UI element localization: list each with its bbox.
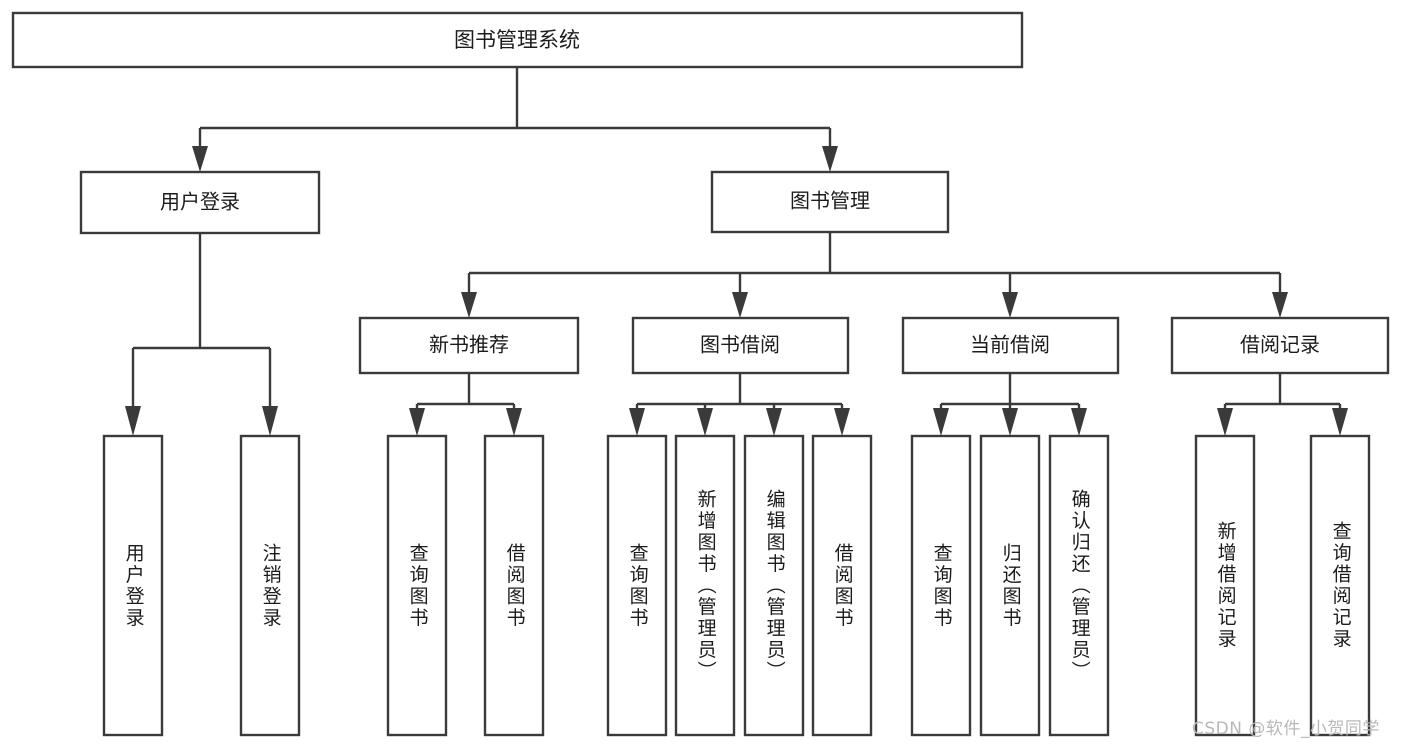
arrow-to-leaf-confirm-return [1071, 408, 1087, 436]
node-borrow-record-box[interactable] [1170, 316, 1390, 375]
arrow-to-leaf-query-book-2 [629, 408, 645, 436]
arrow-to-leaf-edit-book [766, 408, 782, 436]
node-borrow-record[interactable]: 借阅记录 [1170, 316, 1390, 375]
leaf-boxes-book-borrow [606, 434, 873, 737]
node-new-book-recommend-box[interactable] [358, 316, 580, 375]
node-book-borrow[interactable]: 图书借阅 [631, 316, 850, 375]
leaf-borrow-book-2-box[interactable] [811, 434, 873, 737]
node-root-label: 图书管理系统 [454, 28, 580, 52]
leaf-user-login-box[interactable] [102, 434, 164, 737]
arrow-root-to-book-manage [822, 146, 838, 172]
arrow-to-leaf-user-login [125, 406, 141, 436]
arrow-to-leaf-logout-login [262, 406, 278, 436]
arrow-to-leaf-borrow-book-1 [506, 408, 522, 436]
leaf-query-book-1-box[interactable] [386, 434, 448, 737]
arrow-to-leaf-add-record [1217, 408, 1233, 436]
leaf-boxes-new-book-recommend [386, 434, 545, 737]
arrow-to-book-borrow [732, 292, 748, 318]
leaf-query-book-2-box[interactable] [606, 434, 668, 737]
connector-group-user-login-to-leaves [125, 233, 278, 436]
node-book-manage[interactable]: 图书管理 [710, 170, 950, 234]
node-root[interactable]: 图书管理系统 [11, 11, 1024, 69]
leaf-return-book-box[interactable] [979, 434, 1041, 737]
node-new-book-recommend-label: 新书推荐 [429, 333, 509, 357]
connector-group-current-borrow-to-leaves [933, 373, 1087, 436]
leaf-query-record-box[interactable] [1309, 434, 1371, 737]
leaf-boxes-current-borrow [910, 434, 1110, 737]
node-book-borrow-label: 图书借阅 [700, 333, 780, 357]
node-user-login-box[interactable] [79, 170, 321, 235]
connector-group-book-manage-to-level3 [461, 232, 1288, 318]
connector-group-root-to-level2 [192, 67, 838, 172]
leaf-boxes-borrow-record [1194, 434, 1371, 737]
node-new-book-recommend[interactable]: 新书推荐 [358, 316, 580, 375]
node-current-borrow-box[interactable] [901, 316, 1120, 375]
node-current-borrow-label: 当前借阅 [970, 333, 1050, 357]
arrow-to-leaf-borrow-book-2 [834, 408, 850, 436]
arrow-to-leaf-add-book [697, 408, 713, 436]
arrow-root-to-user-login [192, 146, 208, 172]
arrow-to-leaf-return-book [1002, 408, 1018, 436]
arrow-to-leaf-query-book-3 [933, 408, 949, 436]
connector-group-new-book-recommend-to-leaves [409, 373, 522, 436]
connector-group-borrow-record-to-leaves [1217, 373, 1348, 436]
leaf-add-record-box[interactable] [1194, 434, 1256, 737]
leaf-add-book-box[interactable] [674, 434, 736, 737]
node-book-manage-label: 图书管理 [790, 189, 870, 213]
node-user-login-label: 用户登录 [160, 190, 240, 214]
leaf-query-book-3-box[interactable] [910, 434, 972, 737]
arrow-to-leaf-query-book-1 [409, 408, 425, 436]
node-root-box[interactable] [11, 11, 1024, 69]
arrow-to-borrow-record [1272, 292, 1288, 318]
leaf-boxes-user-login [102, 434, 301, 737]
node-borrow-record-label: 借阅记录 [1240, 333, 1320, 357]
arrow-to-leaf-query-record [1332, 408, 1348, 436]
leaf-edit-book-box[interactable] [743, 434, 805, 737]
arrow-to-new-book-recommend [461, 292, 477, 318]
leaf-borrow-book-1-box[interactable] [483, 434, 545, 737]
leaf-logout-login-box[interactable] [239, 434, 301, 737]
leaf-confirm-return-box[interactable] [1048, 434, 1110, 737]
connector-group-book-borrow-to-leaves [629, 373, 850, 436]
node-book-manage-box[interactable] [710, 170, 950, 234]
node-book-borrow-box[interactable] [631, 316, 850, 375]
csdn-watermark: CSDN @软件_小贺同学 [1192, 719, 1380, 739]
node-user-login[interactable]: 用户登录 [79, 170, 321, 235]
node-current-borrow[interactable]: 当前借阅 [901, 316, 1120, 375]
arrow-to-current-borrow [1002, 292, 1018, 318]
